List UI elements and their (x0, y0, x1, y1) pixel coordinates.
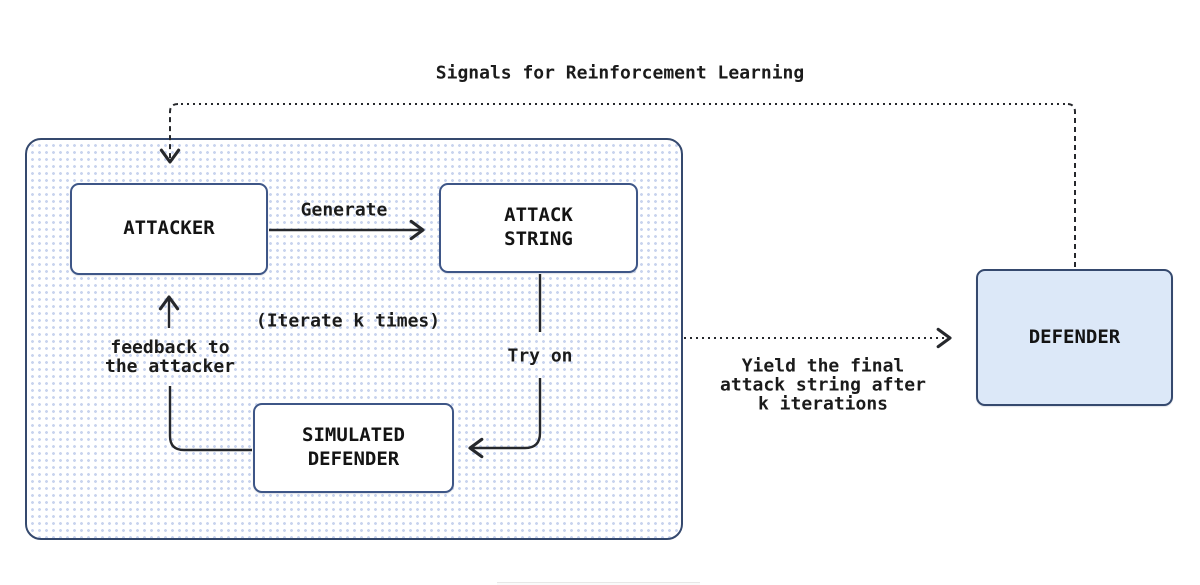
cropped-box-bottom (497, 582, 700, 585)
generate-label: Generate (300, 199, 388, 221)
yield-final-label: Yield the final attack string after k it… (720, 355, 926, 415)
feedback-label: feedback to the attacker (104, 336, 236, 377)
node-defender: DEFENDER (976, 269, 1173, 406)
node-attack-string: ATTACK STRING (439, 183, 638, 273)
diagram-title: Signals for Reinforcement Learning (435, 62, 805, 84)
iterate-note-label: (Iterate k times) (255, 310, 441, 332)
node-attacker: ATTACKER (70, 183, 268, 275)
try-on-label: Try on (507, 345, 573, 367)
rl-signal-line-right (1066, 103, 1076, 267)
node-simulated-defender: SIMULATED DEFENDER (253, 403, 454, 493)
